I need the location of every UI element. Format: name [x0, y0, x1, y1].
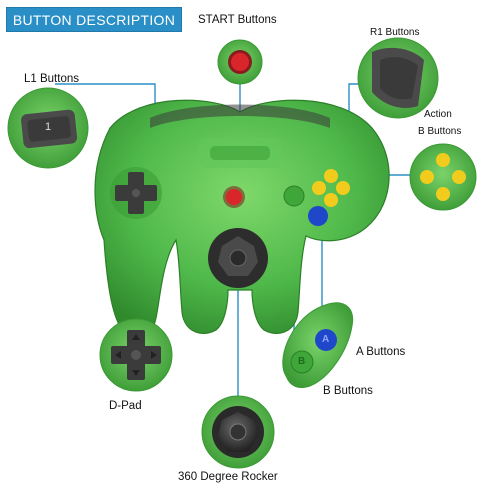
b-key-glyph: B	[298, 356, 306, 367]
start-button-on-controller	[223, 186, 245, 208]
dpad-on-controller	[110, 167, 162, 219]
a-key-glyph: A	[322, 334, 330, 345]
start-zoom-circle	[217, 39, 263, 85]
controller-body	[94, 99, 390, 337]
label-action: Action	[424, 109, 452, 120]
label-b-buttons: B Buttons	[323, 385, 373, 397]
dpad-zoom-circle	[99, 318, 173, 392]
label-start-buttons: START Buttons	[198, 14, 277, 26]
label-b-buttons-action: B Buttons	[418, 126, 462, 137]
joystick-on-controller	[208, 228, 268, 288]
label-l1-buttons: L1 Buttons	[24, 73, 79, 85]
l1-zoom-circle	[7, 87, 89, 169]
l1-key-glyph: 1	[45, 121, 52, 133]
ab-zoom-pill	[282, 302, 354, 389]
rocker-zoom-circle	[201, 395, 275, 469]
label-dpad: D-Pad	[109, 400, 142, 412]
right-buttons-on-controller	[283, 169, 350, 226]
label-360-degree-rocker: 360 Degree Rocker	[178, 471, 278, 483]
r1-zoom-circle	[357, 37, 439, 119]
action-zoom-circle	[409, 143, 477, 211]
label-r1-buttons: R1 Buttons	[370, 27, 420, 38]
label-a-buttons: A Buttons	[356, 346, 406, 358]
banner-title: BUTTON DESCRIPTION	[6, 7, 182, 32]
